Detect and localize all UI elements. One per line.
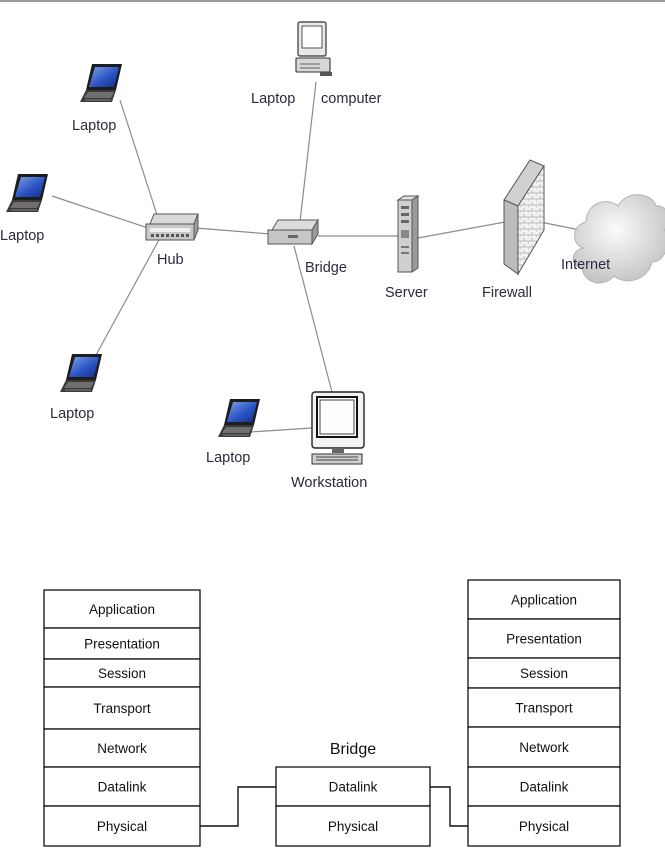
bridge-layer-physical-label: Physical xyxy=(328,819,378,834)
left-layer-network-box xyxy=(43,728,201,768)
link-bridge-computer xyxy=(299,81,317,223)
osi-right-stack: ApplicationPresentationSessionTransportN… xyxy=(467,579,621,847)
computer-icon xyxy=(295,21,332,76)
top-rule xyxy=(0,0,665,2)
left-layer-presentation-box xyxy=(43,627,201,660)
link-laptop-workstation xyxy=(249,427,313,433)
left-layer-presentation-label: Presentation xyxy=(84,637,160,652)
right-layer-network-label: Network xyxy=(519,740,569,755)
left-layer-session-label: Session xyxy=(98,666,146,681)
right-layer-transport-box xyxy=(467,687,621,728)
link-hub-bridge xyxy=(195,227,271,235)
right-layer-transport-label: Transport xyxy=(515,701,573,716)
right-layer-datalink-label: Datalink xyxy=(520,780,569,795)
bridge-layer-physical-box xyxy=(275,805,431,847)
right-layer-physical-box xyxy=(467,805,621,847)
laptop-icon xyxy=(79,63,123,103)
label-workstation: Workstation xyxy=(291,475,367,491)
left-layer-transport-label: Transport xyxy=(93,701,151,716)
bridge-layer-datalink-label: Datalink xyxy=(329,780,378,795)
label-laptop-top: Laptop xyxy=(251,91,295,107)
link-laptop-hub xyxy=(119,99,159,219)
link-laptop-hub xyxy=(95,237,161,356)
label-laptop-left: Laptop xyxy=(0,228,44,244)
label-laptop-bottom: Laptop xyxy=(206,450,250,466)
right-layer-network-box xyxy=(467,726,621,768)
osi-left-stack: ApplicationPresentationSessionTransportN… xyxy=(43,589,201,847)
label-hub: Hub xyxy=(157,252,184,268)
hub-icon xyxy=(145,213,199,241)
left-layer-physical-label: Physical xyxy=(97,819,147,834)
left-layer-physical-box xyxy=(43,805,201,847)
network-links xyxy=(51,81,591,433)
right-layer-physical-label: Physical xyxy=(519,819,569,834)
laptop-icon xyxy=(59,353,103,393)
left-layer-datalink-box xyxy=(43,766,201,807)
label-computer: computer xyxy=(321,91,382,107)
server-icon xyxy=(396,195,420,273)
label-laptop-top-left: Laptop xyxy=(72,118,116,134)
right-layer-session-box xyxy=(467,657,621,689)
right-layer-session-label: Session xyxy=(520,666,568,681)
left-layer-datalink-label: Datalink xyxy=(98,780,147,795)
label-laptop-bottom-left: Laptop xyxy=(50,406,94,422)
right-layer-application-label: Application xyxy=(511,593,577,608)
left-layer-application-box xyxy=(43,589,201,629)
label-server: Server xyxy=(385,285,428,301)
link-server-firewall xyxy=(417,221,506,239)
laptop-icon xyxy=(5,173,49,213)
bridge-to-right-connection xyxy=(430,786,468,827)
label-bridge: Bridge xyxy=(305,260,347,276)
right-layer-application-box xyxy=(467,579,621,620)
left-layer-application-label: Application xyxy=(89,602,155,617)
workstation-icon xyxy=(311,391,365,465)
left-to-bridge-connection xyxy=(200,786,276,827)
firewall-icon xyxy=(503,159,545,276)
bridge-icon xyxy=(267,218,319,246)
right-layer-presentation-label: Presentation xyxy=(506,632,582,647)
left-layer-network-label: Network xyxy=(97,741,147,756)
internet-cloud-icon xyxy=(572,194,665,284)
link-bridge-workstation xyxy=(293,245,334,397)
link-laptop-hub xyxy=(51,195,149,229)
right-layer-presentation-box xyxy=(467,618,621,659)
label-internet: Internet xyxy=(561,257,610,273)
bridge-stack-title: Bridge xyxy=(330,741,376,758)
label-firewall: Firewall xyxy=(482,285,532,301)
